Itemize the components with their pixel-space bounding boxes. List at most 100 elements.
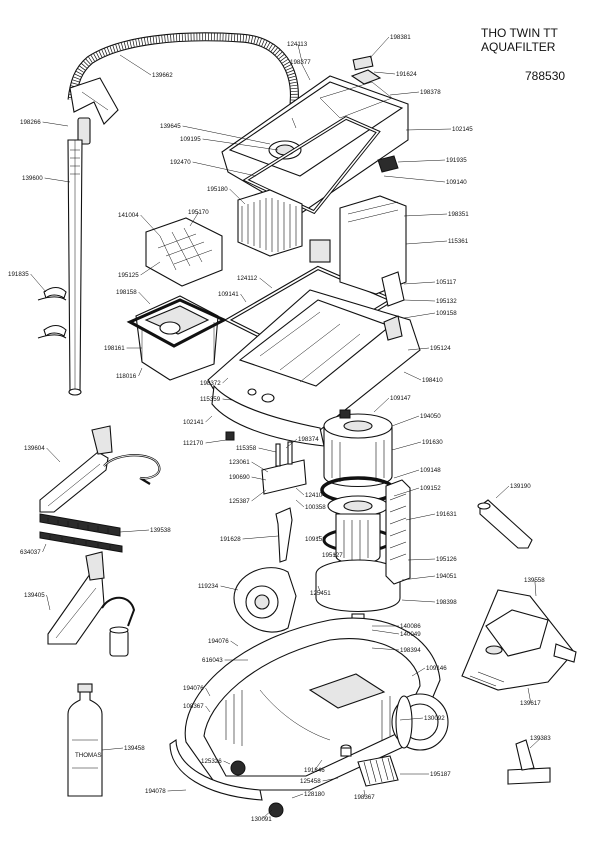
leader-line xyxy=(259,277,273,289)
part-number-label: 139458 xyxy=(124,745,145,752)
leader-line xyxy=(407,347,430,351)
leader-line xyxy=(220,585,239,591)
leader-line xyxy=(314,759,323,771)
leader-line xyxy=(534,579,537,597)
leader-line xyxy=(251,461,269,473)
leader-line xyxy=(401,599,436,603)
part-number-label: 141004 xyxy=(118,212,139,219)
part-number-label: 194078 xyxy=(145,788,166,795)
part-number-label: 139190 xyxy=(510,483,531,490)
part-number-label: 139538 xyxy=(150,527,171,534)
bumper-front xyxy=(169,738,263,801)
part-number-label: 139405 xyxy=(24,592,45,599)
part-number-label: 198161 xyxy=(104,345,125,352)
part-number-label: 634037 xyxy=(20,549,41,556)
part-number-label: 125387 xyxy=(229,498,250,505)
leader-line xyxy=(405,128,452,131)
leader-line xyxy=(205,415,213,423)
part-number-label: 195124 xyxy=(430,345,451,352)
leader-line xyxy=(202,138,279,151)
leader-line xyxy=(140,261,161,276)
part-number-label: 102141 xyxy=(183,419,204,426)
leader-line xyxy=(405,240,448,245)
leader-line xyxy=(403,299,436,302)
leader-line xyxy=(42,121,69,127)
motor-gaskets xyxy=(320,476,396,565)
leader-line xyxy=(391,415,420,427)
model-number: 788530 xyxy=(525,69,566,83)
motor-unit xyxy=(323,409,393,488)
part-number-label: 195180 xyxy=(207,186,228,193)
part-number-label: 195132 xyxy=(436,298,457,305)
leader-line xyxy=(258,447,277,453)
part-number-label: 191835 xyxy=(8,271,29,278)
part-number-label: 139600 xyxy=(22,175,43,182)
part-number-label: 139558 xyxy=(524,577,545,584)
leader-line xyxy=(223,760,231,765)
part-number-label: 128180 xyxy=(304,791,325,798)
leader-line xyxy=(403,213,448,217)
leader-line xyxy=(373,71,396,75)
part-number-label: 195170 xyxy=(188,209,209,216)
leader-line xyxy=(291,793,304,799)
leader-line xyxy=(393,487,420,497)
hard-floor-nozzle xyxy=(47,551,105,645)
leader-line xyxy=(403,312,436,319)
side-latch xyxy=(377,155,399,173)
part-number-label: 191624 xyxy=(396,71,417,78)
leader-line xyxy=(391,441,422,451)
leader-line xyxy=(300,61,311,81)
rear-wheel xyxy=(391,693,449,751)
part-number-label: 198378 xyxy=(420,89,441,96)
part-number-label: 124113 xyxy=(287,41,308,48)
part-number-label: 109158 xyxy=(436,310,457,317)
spray-hose-coil xyxy=(103,454,161,485)
spray-nozzle-small xyxy=(101,596,136,657)
leader-line xyxy=(30,273,47,293)
part-number-label: 192470 xyxy=(170,159,191,166)
part-number-label: 198158 xyxy=(116,289,137,296)
part-number-label: 125458 xyxy=(300,778,321,785)
cable-clip xyxy=(275,507,293,563)
leader-line xyxy=(138,367,143,377)
leader-line xyxy=(403,281,436,285)
bottle-brand-label: THOMAS xyxy=(75,752,101,759)
leader-line xyxy=(373,397,390,413)
part-number-label: 109147 xyxy=(390,395,411,402)
part-number-label: 198377 xyxy=(290,59,311,66)
part-number-label: 198394 xyxy=(400,647,421,654)
leader-line xyxy=(44,177,71,183)
leader-line xyxy=(189,211,200,227)
leader-line xyxy=(182,125,271,145)
water-tank-small xyxy=(135,295,219,381)
part-number-label: 139645 xyxy=(160,123,181,130)
part-number-label: 123061 xyxy=(229,459,250,466)
part-number-label: 112170 xyxy=(183,440,204,447)
part-number-label: 115359 xyxy=(200,396,221,403)
part-number-label: 140049 xyxy=(400,631,421,638)
upholstery-nozzle-wide xyxy=(39,425,113,513)
leader-line xyxy=(383,175,446,183)
part-number-label: 191630 xyxy=(422,439,443,446)
leader-line xyxy=(363,789,366,798)
filter-grid xyxy=(145,217,223,287)
leader-line xyxy=(261,809,273,820)
part-number-label: 139604 xyxy=(24,445,45,452)
leader-line xyxy=(140,214,161,237)
motor-base xyxy=(315,559,401,631)
leader-line xyxy=(285,438,298,449)
part-number-label: 118016 xyxy=(116,373,137,380)
leader-line xyxy=(251,489,267,502)
part-number-label: 115358 xyxy=(236,445,257,452)
part-number-label: 130092 xyxy=(424,715,445,722)
leader-line xyxy=(369,36,390,59)
part-number-label: 109146 xyxy=(426,665,447,672)
leader-line xyxy=(371,629,400,635)
leader-line xyxy=(401,575,436,581)
carry-handle-clip xyxy=(381,271,405,341)
leader-line xyxy=(295,499,305,508)
part-number-label: 125451 xyxy=(310,590,331,597)
hose-handle xyxy=(69,77,119,145)
